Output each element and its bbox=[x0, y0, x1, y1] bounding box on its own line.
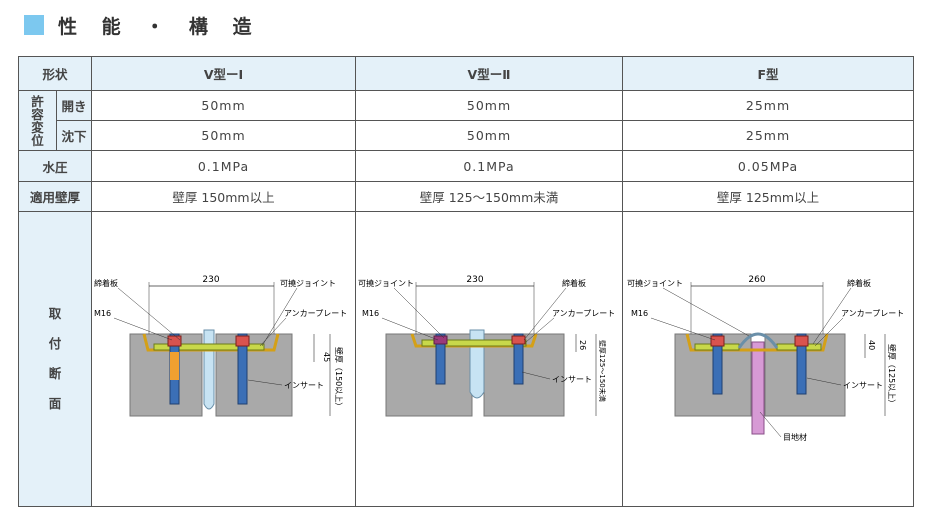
wall-value-v2: 壁厚 125～150mm未満 bbox=[355, 181, 624, 212]
v1-anchor-label: アンカープレート bbox=[284, 309, 347, 318]
wall-value-v1: 壁厚 150mm以上 bbox=[91, 181, 357, 212]
v2-wall-label: 壁厚125～150未満 bbox=[598, 340, 607, 402]
f-dim-width: 260 bbox=[748, 275, 765, 285]
settle-label: 沈下 bbox=[55, 120, 93, 151]
settle-row: 沈下 50mm 50mm 25mm bbox=[19, 120, 915, 151]
v2-plate-label: 締着板 bbox=[562, 278, 586, 288]
v1-plate-label: 締着板 bbox=[94, 278, 118, 288]
f-filler-label: 目地材 bbox=[783, 432, 807, 442]
section-title-marker bbox=[24, 15, 44, 35]
v2-m16-label: M16 bbox=[362, 309, 379, 318]
diagram-v2: 230 26 壁厚125～150未満 可撓ジョイント M16 締着板 アンカープ… bbox=[358, 275, 615, 417]
section-drawing-label: 取 付 断 面 bbox=[17, 211, 93, 507]
water-label: 水圧 bbox=[17, 150, 93, 182]
water-value-v1: 0.1MPa bbox=[91, 150, 357, 182]
f-wall-label: 壁厚（125以上） bbox=[887, 344, 897, 407]
f-joint-label: 可撓ジョイント bbox=[627, 278, 683, 288]
wall-label: 適用壁厚 bbox=[17, 181, 93, 212]
section-drawing-row: 取 付 断 面 bbox=[17, 211, 915, 507]
f-anchor-label: アンカープレート bbox=[841, 309, 904, 318]
section-title-text: 性 能 ・ 構 造 bbox=[58, 15, 261, 38]
water-row: 水圧 0.1MPa 0.1MPa 0.05MPa bbox=[17, 150, 915, 182]
water-value-v2: 0.1MPa bbox=[355, 150, 624, 182]
v2-anchor-label: アンカープレート bbox=[552, 309, 615, 318]
f-insert-label: インサート bbox=[843, 381, 883, 390]
v2-dim-width: 230 bbox=[466, 275, 483, 285]
open-value-v1: 50mm bbox=[91, 90, 357, 121]
v1-dim-height: 45 bbox=[322, 352, 331, 362]
header-v2: V型ーⅡ bbox=[355, 56, 624, 91]
f-plate-label: 締着板 bbox=[847, 278, 871, 288]
open-row: 許 容 変 位 開き 50mm 50mm 25mm bbox=[18, 90, 915, 151]
section-title: 性 能 ・ 構 造 bbox=[24, 12, 260, 38]
header-v1: V型ーⅠ bbox=[91, 56, 357, 91]
v1-m16-label: M16 bbox=[94, 309, 111, 318]
displacement-group-label: 許 容 変 位 bbox=[18, 90, 57, 151]
settle-value-v1: 50mm bbox=[91, 120, 357, 151]
diagram-f-cell: 260 40 壁厚（125以上） 可撓ジョイント M16 締着板 アンカープレー… bbox=[622, 211, 915, 507]
f-dim-height: 40 bbox=[867, 340, 876, 350]
wall-value-f: 壁厚 125mm以上 bbox=[622, 181, 915, 212]
water-value-f: 0.05MPa bbox=[622, 150, 915, 182]
header-row: 形状 V型ーⅠ V型ーⅡ F型 bbox=[17, 56, 915, 91]
diagram-f: 260 40 壁厚（125以上） 可撓ジョイント M16 締着板 アンカープレー… bbox=[627, 275, 904, 442]
f-m16-label: M16 bbox=[631, 309, 648, 318]
header-f: F型 bbox=[622, 56, 915, 91]
open-value-f: 25mm bbox=[622, 90, 915, 121]
diagram-v1-cell: 230 45 壁厚（150以上） 締着板 M16 可撓ジョイント アンカープレー… bbox=[91, 211, 357, 507]
open-value-v2: 50mm bbox=[355, 90, 624, 121]
diagram-v1: 230 45 壁厚（150以上） 締着板 M16 可撓ジョイント アンカープレー… bbox=[94, 275, 347, 417]
settle-value-f: 25mm bbox=[622, 120, 915, 151]
v1-dim-width: 230 bbox=[202, 275, 219, 285]
settle-value-v2: 50mm bbox=[355, 120, 624, 151]
v2-dim-height: 26 bbox=[578, 340, 587, 350]
diagram-v2-cell: 230 26 壁厚125～150未満 可撓ジョイント M16 締着板 アンカープ… bbox=[355, 211, 624, 507]
spec-table: 形状 V型ーⅠ V型ーⅡ F型 許 容 変 位 開き 50mm 50mm 25m… bbox=[17, 56, 915, 507]
v1-joint-label: 可撓ジョイント bbox=[280, 278, 336, 288]
open-label: 開き bbox=[55, 90, 93, 121]
wall-row: 適用壁厚 壁厚 150mm以上 壁厚 125～150mm未満 壁厚 125mm以… bbox=[17, 181, 915, 212]
header-shape-label: 形状 bbox=[17, 56, 93, 91]
v1-insert-label: インサート bbox=[284, 381, 324, 390]
v2-joint-label: 可撓ジョイント bbox=[358, 278, 414, 288]
v1-wall-label: 壁厚（150以上） bbox=[334, 347, 344, 410]
v2-insert-label: インサート bbox=[552, 375, 592, 384]
